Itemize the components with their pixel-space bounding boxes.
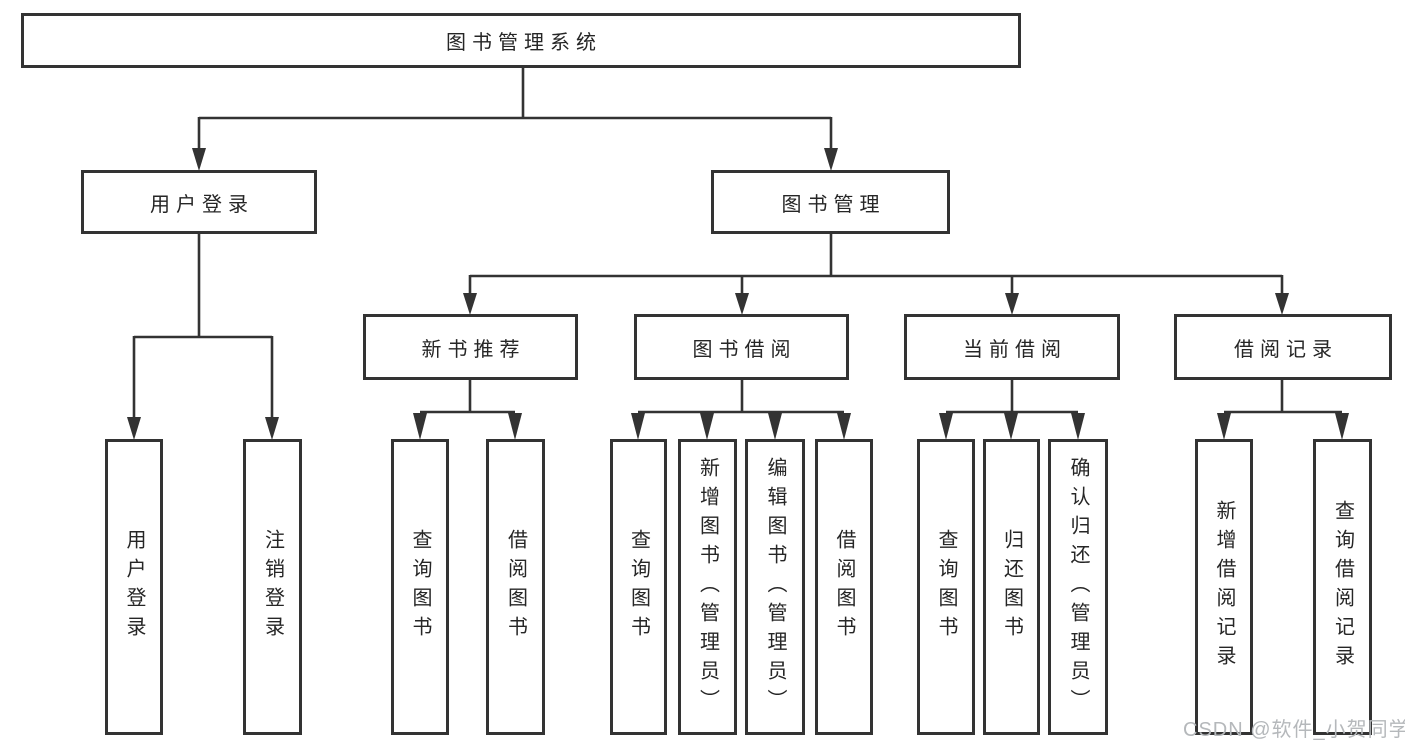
node-label: 归还图书 — [1000, 529, 1023, 645]
node-label: 图书管理 — [781, 193, 886, 216]
node-label: 借阅图书 — [833, 529, 855, 645]
node-label: 借阅记录 — [1234, 338, 1338, 361]
leaf-borrowing-query-books: 查询图书 — [610, 439, 667, 735]
node-label: 查询图书 — [627, 529, 650, 645]
node-label: 编辑图书（管理员） — [764, 456, 786, 718]
node-label: 新增借阅记录 — [1213, 500, 1235, 674]
leaf-current-confirm-return-admin: 确认归还（管理员） — [1048, 439, 1108, 735]
node-book-management: 图书管理 — [711, 170, 950, 234]
node-borrowing-records: 借阅记录 — [1174, 314, 1392, 380]
leaf-user-login: 用户登录 — [105, 439, 163, 735]
leaf-recommendation-borrow-books: 借阅图书 — [486, 439, 545, 735]
node-label: 查询借阅记录 — [1331, 500, 1354, 674]
node-label: 借阅图书 — [504, 529, 527, 645]
node-label: 查询图书 — [409, 529, 431, 645]
node-label: 查询图书 — [935, 529, 957, 645]
node-label: 用户登录 — [123, 529, 145, 645]
node-label: 新书推荐 — [421, 338, 526, 361]
leaf-borrowing-add-books-admin: 新增图书（管理员） — [678, 439, 737, 735]
leaf-records-query-record: 查询借阅记录 — [1313, 439, 1372, 735]
node-current-borrowing: 当前借阅 — [904, 314, 1120, 380]
node-user-login: 用户登录 — [81, 170, 317, 234]
leaf-borrowing-borrow-books: 借阅图书 — [815, 439, 873, 735]
leaf-current-return-books: 归还图书 — [983, 439, 1040, 735]
leaf-recommendation-query-books: 查询图书 — [391, 439, 449, 735]
node-new-book-recommendation: 新书推荐 — [363, 314, 578, 380]
node-label: 用户登录 — [150, 193, 254, 216]
node-label: 图书管理系统 — [446, 32, 602, 54]
node-label: 确认归还（管理员） — [1067, 456, 1089, 718]
csdn-watermark: CSDN @软件_小贺同学 — [1183, 719, 1405, 741]
node-label: 新增图书（管理员） — [696, 456, 719, 718]
leaf-current-query-books: 查询图书 — [917, 439, 975, 735]
leaf-logout: 注销登录 — [243, 439, 302, 735]
leaf-borrowing-edit-books-admin: 编辑图书（管理员） — [745, 439, 805, 735]
leaf-records-add-record: 新增借阅记录 — [1195, 439, 1253, 735]
node-book-borrowing: 图书借阅 — [634, 314, 849, 380]
node-label: 注销登录 — [261, 529, 284, 645]
node-library-management-system: 图书管理系统 — [21, 13, 1021, 68]
node-label: 当前借阅 — [963, 338, 1067, 361]
node-label: 图书借阅 — [692, 338, 797, 361]
